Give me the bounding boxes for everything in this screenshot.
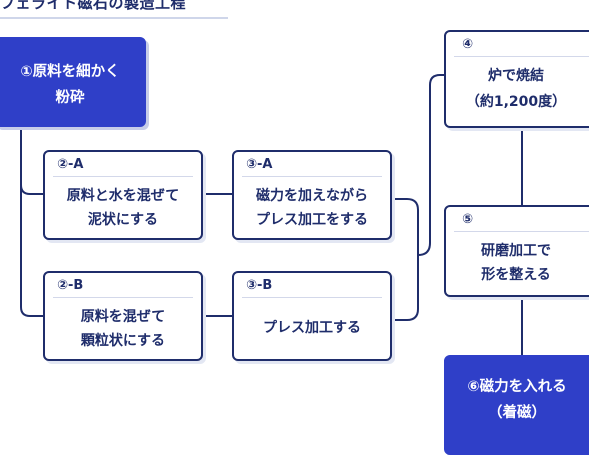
step-6-box: ⑥磁力を入れる （着磁）	[444, 355, 589, 455]
step-4-line2: （約1,200度）	[465, 94, 567, 110]
step-3a-divider	[242, 176, 382, 177]
step-2a-line1: 原料と水を混ぜて	[66, 188, 180, 204]
connector-3b-to-merge	[391, 244, 419, 321]
step-3a-number: ③-A	[246, 157, 273, 172]
step-2a-line2: 泥状にする	[87, 212, 159, 228]
step-1-line1: ①原料を細かく	[20, 64, 120, 80]
step-2a-box: ②-A 原料と水を混ぜて 泥状にする	[43, 150, 203, 240]
step-2a-number: ②-A	[57, 157, 84, 172]
step-5-line2: 形を整える	[481, 267, 551, 283]
connector-1-to-2a	[20, 126, 44, 195]
step-4-divider	[454, 56, 589, 57]
step-3b-line1: プレス加工する	[263, 320, 361, 336]
step-3a-box: ③-A 磁力を加えながら プレス加工をする	[232, 150, 392, 240]
connector-3a-to-merge	[391, 198, 419, 246]
step-4-number: ④	[462, 37, 474, 52]
step-6-line1: ⑥磁力を入れる	[467, 379, 567, 395]
step-5-line1: 研磨加工で	[481, 243, 551, 259]
step-3b-divider	[242, 297, 382, 298]
step-3a-line2: プレス加工をする	[256, 212, 368, 228]
step-2b-divider	[53, 297, 193, 298]
step-6-line2: （着磁）	[488, 405, 546, 421]
step-2b-line2: 顆粒状にする	[80, 333, 166, 349]
step-3a-line1: 磁力を加えながら	[256, 188, 368, 204]
connector-merge-to-4	[417, 74, 445, 256]
connector-lines	[20, 74, 523, 356]
step-2b-box: ②-B 原料を混ぜて 顆粒状にする	[43, 271, 203, 361]
step-5-number: ⑤	[462, 212, 474, 227]
step-3b-number: ③-B	[246, 278, 273, 293]
step-3b-box: ③-B プレス加工する	[232, 271, 392, 361]
step-5-divider	[454, 231, 589, 232]
title-underline	[0, 17, 228, 19]
step-4-box: ④ 炉で焼結 （約1,200度）	[444, 30, 589, 128]
step-4-line1: 炉で焼結	[488, 68, 544, 84]
connector-1-to-2b	[20, 184, 44, 317]
step-2a-divider	[53, 176, 193, 177]
step-1-box: ①原料を細かく 粉砕	[0, 37, 146, 127]
diagram-title: フェライト磁石の製造工程	[0, 0, 187, 12]
step-2b-line1: 原料を混ぜて	[80, 309, 166, 325]
step-5-box: ⑤ 研磨加工で 形を整える	[444, 205, 589, 297]
step-2b-number: ②-B	[57, 278, 84, 293]
step-1-line2: 粉砕	[55, 90, 85, 106]
